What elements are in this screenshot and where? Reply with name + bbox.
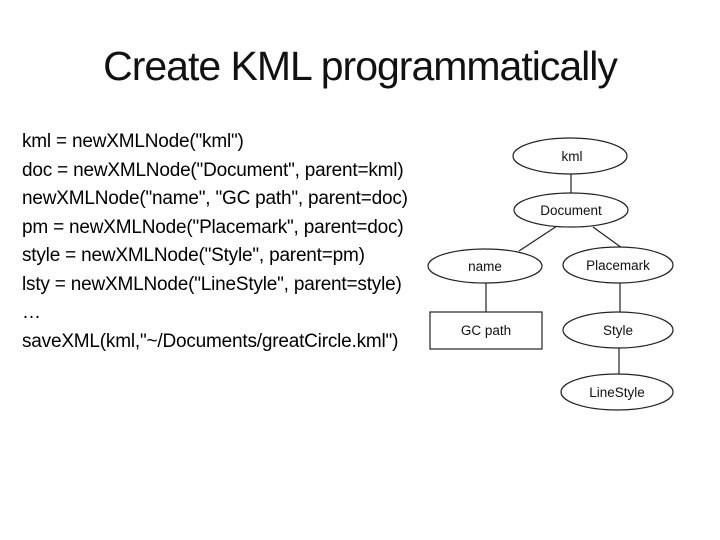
node-placemark-label: Placemark [586, 258, 650, 273]
node-kml-label: kml [562, 149, 583, 164]
code-line: pm = newXMLNode("Placemark", parent=doc) [22, 216, 404, 238]
node-placemark-shape [562, 246, 674, 284]
node-name-shape [427, 248, 543, 284]
code-line: saveXML(kml,"~/Documents/greatCircle.kml… [22, 330, 399, 352]
node-linestyle-shape [560, 373, 674, 411]
code-block: kml = newXMLNode("kml") doc = newXMLNode… [22, 128, 442, 356]
node-gc-path-label: GC path [461, 323, 511, 338]
node-style-shape [562, 311, 674, 349]
node-linestyle-label: LineStyle [589, 385, 645, 400]
edge-document-placemark [592, 226, 623, 249]
node-style-label: Style [603, 323, 633, 338]
code-line: … [22, 302, 41, 323]
slide-title: Create KML programmatically [103, 43, 618, 89]
node-name-label: name [468, 259, 502, 274]
edge-document-name [518, 225, 558, 252]
kml-tree-diagram: kml Document name Placemark GC path Styl… [420, 130, 686, 420]
node-document-label: Document [540, 203, 602, 218]
code-line: doc = newXMLNode("Document", parent=kml) [22, 159, 404, 181]
code-line: lsty = newXMLNode("LineStyle", parent=st… [22, 273, 402, 295]
node-gc-path-shape [429, 311, 543, 350]
code-line: kml = newXMLNode("kml") [22, 131, 244, 152]
code-line: newXMLNode("name", "GC path", parent=doc… [22, 188, 408, 209]
tree-diagram-svg: kml Document name Placemark GC path Styl… [427, 137, 674, 411]
code-line: style = newXMLNode("Style", parent=pm) [22, 245, 365, 266]
node-document-shape [513, 192, 629, 228]
node-kml-shape [512, 137, 628, 175]
